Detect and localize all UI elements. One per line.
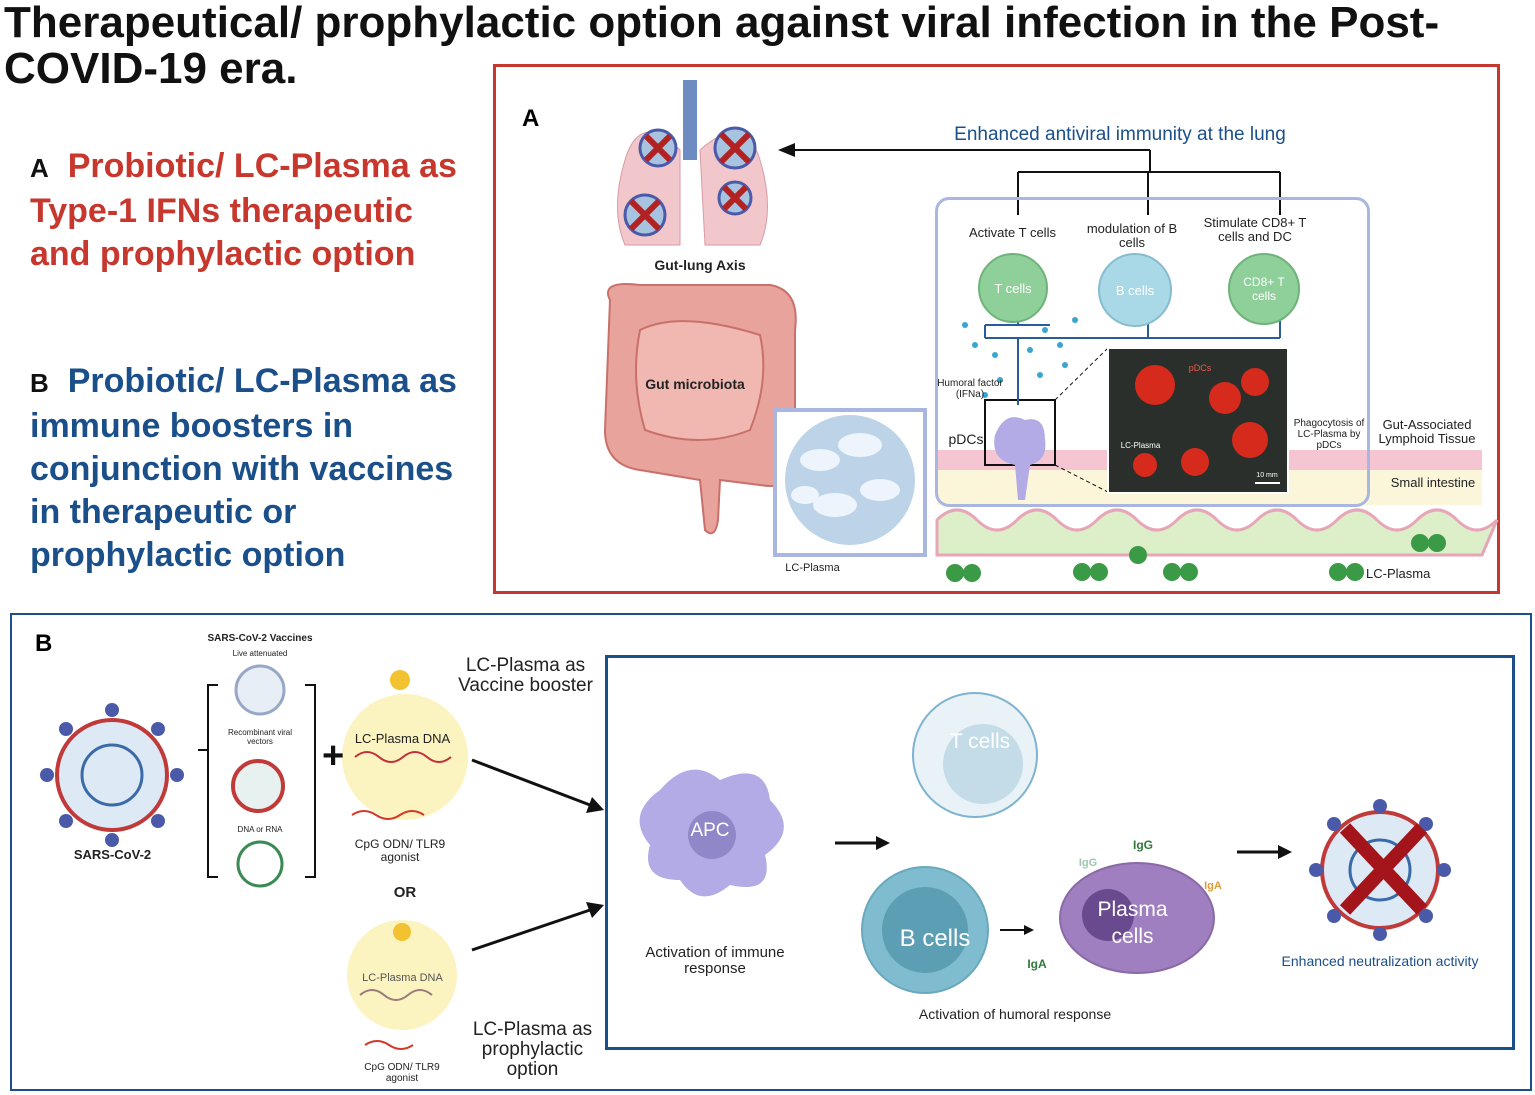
sars-cov2-virus — [40, 703, 184, 847]
page-title: Therapeutical/ prophylactic option again… — [4, 0, 1440, 93]
gut-microbiota-label: Gut microbiota — [645, 376, 745, 392]
panel-a-frame — [493, 64, 1500, 594]
activation-immune-label: Activation of immune response — [645, 944, 785, 977]
plasma-cells-label: Plasma cells — [1097, 898, 1168, 948]
b-cell-a: B cells — [1098, 253, 1172, 327]
plus-sign: + — [322, 735, 345, 777]
micro-scale-label: 10 mm — [1256, 472, 1278, 479]
recombinant-label: Recombinant viral vectors — [227, 728, 293, 746]
panel-a-letter: A — [522, 105, 540, 132]
cpg-bottom-label: CpG ODN/ TLR9 agonist — [364, 1062, 440, 1084]
panel-b-letter: B — [35, 630, 53, 657]
caption-b-text: Probiotic/ LC-Plasma as immune boosters … — [30, 362, 457, 574]
cpg-top-label: CpG ODN/ TLR9 agonist — [354, 837, 446, 864]
lc-plasma-legend-label: LC-Plasma — [1366, 566, 1431, 581]
galt-frame — [935, 197, 1370, 507]
caption-a-text: Probiotic/ LC-Plasma as Type-1 IFNs ther… — [30, 147, 457, 273]
galt-label: Gut-Associated Lymphoid Tissue — [1378, 417, 1476, 446]
t-cell-a-label: T cells — [994, 280, 1032, 296]
live-attenuated-label: Live attenuated — [232, 649, 288, 658]
pdcs-label: pDCs — [948, 431, 984, 447]
caption-b-letter: B — [30, 368, 49, 398]
immune-response-frame — [605, 655, 1515, 1050]
activate-t-label: Activate T cells — [969, 225, 1056, 240]
sars-cov2-label: SARS-CoV-2 — [73, 847, 152, 862]
humoral-factor-label: Humoral factor (IFNa) — [937, 378, 1003, 400]
prophylactic-label: LC-Plasma as prophylactic option — [472, 1019, 593, 1080]
or-label: OR — [393, 884, 417, 901]
lung-immunity-label: Enhanced antiviral immunity at the lung — [954, 124, 1286, 145]
micro-lc-label: LC-Plasma — [1120, 441, 1161, 450]
small-intestine-label: Small intestine — [1390, 475, 1476, 490]
apc-label: APC — [690, 820, 730, 841]
cd8-cell-a: CD8+ T cells — [1228, 253, 1300, 325]
lc-plasma-photo-label: LC-Plasma — [785, 562, 840, 574]
lc-dna-bottom-label: LC-Plasma DNA — [362, 972, 443, 984]
dna-rna-label: DNA or RNA — [237, 825, 283, 834]
b-cell-a-label: B cells — [1115, 282, 1155, 298]
modulation-b-label: modulation of B cells — [1086, 221, 1178, 250]
t-cells-b-label: T cells — [949, 730, 1011, 753]
activation-humoral-label: Activation of humoral response — [918, 1006, 1112, 1022]
igg-label-1: IgG — [1133, 838, 1153, 852]
gut-lung-axis-label: Gut-lung Axis — [654, 257, 746, 273]
iga-label-1: IgA — [1027, 957, 1047, 971]
stimulate-cd8-label: Stimulate CD8+ T cells and DC — [1203, 215, 1307, 244]
micro-pdcs-label: pDCs — [1188, 363, 1212, 373]
vaccine-booster-label: LC-Plasma as Vaccine booster — [458, 655, 593, 696]
vaccines-title: SARS-CoV-2 Vaccines — [207, 633, 313, 644]
lungs-illustration — [617, 80, 768, 246]
phagocytosis-label: Phagocytosis of LC-Plasma by pDCs — [1293, 418, 1365, 451]
neutralization-label: Enhanced neutralization activity — [1281, 953, 1479, 969]
panel-b-frame — [10, 613, 1532, 1091]
caption-b: B Probiotic/ LC-Plasma as immune booster… — [30, 360, 490, 577]
iga-label-2: IgA — [1204, 880, 1222, 892]
caption-a-letter: A — [30, 153, 49, 183]
t-cell-a: T cells — [978, 253, 1048, 323]
lc-dna-top-label: LC-Plasma DNA — [354, 731, 451, 746]
igg-label-2: IgG — [1078, 857, 1098, 869]
caption-a: A Probiotic/ LC-Plasma as Type-1 IFNs th… — [30, 145, 470, 276]
b-cells-b-label: B cells — [899, 925, 971, 952]
cd8-cell-a-label: CD8+ T cells — [1243, 275, 1285, 303]
